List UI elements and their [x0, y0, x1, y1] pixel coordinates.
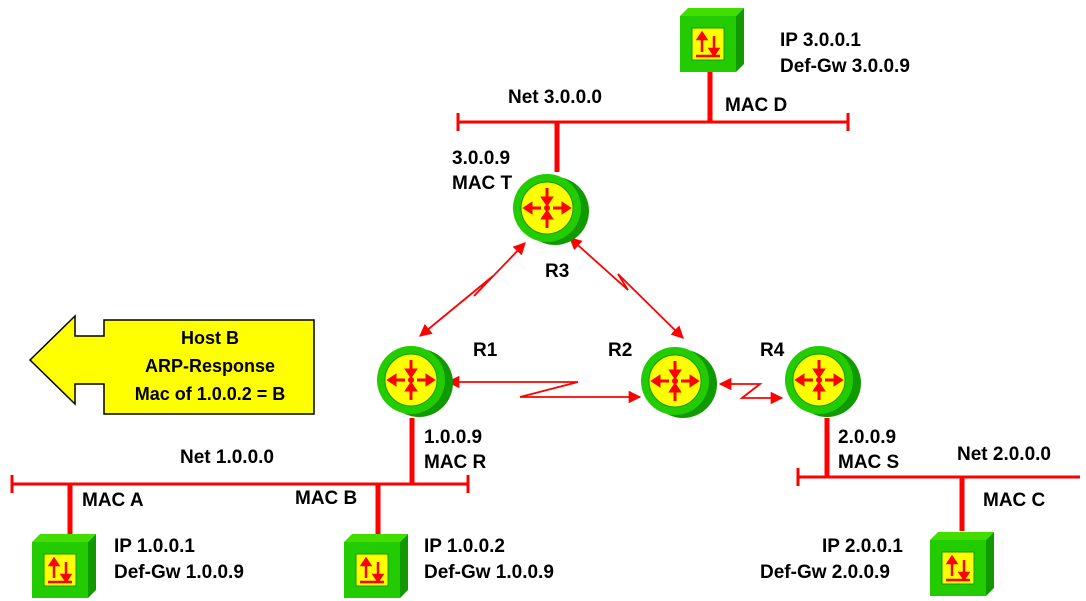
- host-a-gw: Def-Gw 1.0.0.9: [114, 562, 244, 583]
- host-d-gw: Def-Gw 3.0.0.9: [780, 56, 910, 77]
- host-b-gw: Def-Gw 1.0.0.9: [424, 562, 554, 583]
- host-d: [678, 6, 746, 74]
- router-r4-ip: 2.0.0.9: [838, 427, 896, 448]
- router-r1-name: R1: [473, 340, 498, 361]
- callout-line-1: Host B: [181, 328, 239, 348]
- router-r4-name: R4: [760, 340, 785, 361]
- link-r1-r2: [446, 375, 642, 404]
- router-r2-name: R2: [608, 340, 632, 361]
- host-c-mac: MAC C: [983, 490, 1046, 511]
- host-a-mac: MAC A: [82, 490, 144, 511]
- host-a-ip: IP 1.0.0.1: [114, 536, 195, 557]
- host-d-ip: IP 3.0.0.1: [780, 30, 861, 51]
- host-c-ip: IP 2.0.0.1: [822, 536, 903, 557]
- router-r4: [783, 344, 863, 419]
- host-b-mac: MAC B: [295, 488, 357, 509]
- router-r3-mac: MAC T: [452, 173, 513, 194]
- net3-label: Net 3.0.0.0: [508, 87, 602, 108]
- router-r3-ip: 3.0.0.9: [452, 148, 510, 169]
- router-r1: [375, 344, 455, 419]
- router-r4-mac: MAC S: [838, 452, 899, 473]
- host-b-ip: IP 1.0.0.2: [424, 536, 505, 557]
- drop-lines: [67, 72, 965, 536]
- link-r3-r1: [419, 242, 526, 337]
- host-d-mac: MAC D: [725, 95, 787, 116]
- host-c: [928, 530, 996, 598]
- host-a: [30, 532, 98, 600]
- router-r1-mac: MAC R: [424, 452, 487, 473]
- callout-line-2: ARP-Response: [145, 356, 275, 376]
- net1-segment: [10, 475, 470, 493]
- net2-label: Net 2.0.0.0: [957, 444, 1051, 465]
- host-c-gw: Def-Gw 2.0.0.9: [760, 562, 890, 583]
- net3-segment: [456, 113, 850, 131]
- callout-line-3: Mac of 1.0.0.2 = B: [135, 384, 286, 404]
- router-r3: [511, 172, 591, 247]
- router-r1-ip: 1.0.0.9: [424, 427, 482, 448]
- router-r3-name: R3: [545, 261, 569, 282]
- net1-label: Net 1.0.0.0: [180, 447, 274, 468]
- link-r2-r4: [718, 377, 784, 405]
- arp-response-callout: Host B ARP-Response Mac of 1.0.0.2 = B: [28, 314, 315, 415]
- net2-segment: [796, 468, 1080, 486]
- router-r2: [639, 345, 719, 420]
- host-b: [342, 532, 410, 600]
- link-r3-r2: [569, 237, 684, 339]
